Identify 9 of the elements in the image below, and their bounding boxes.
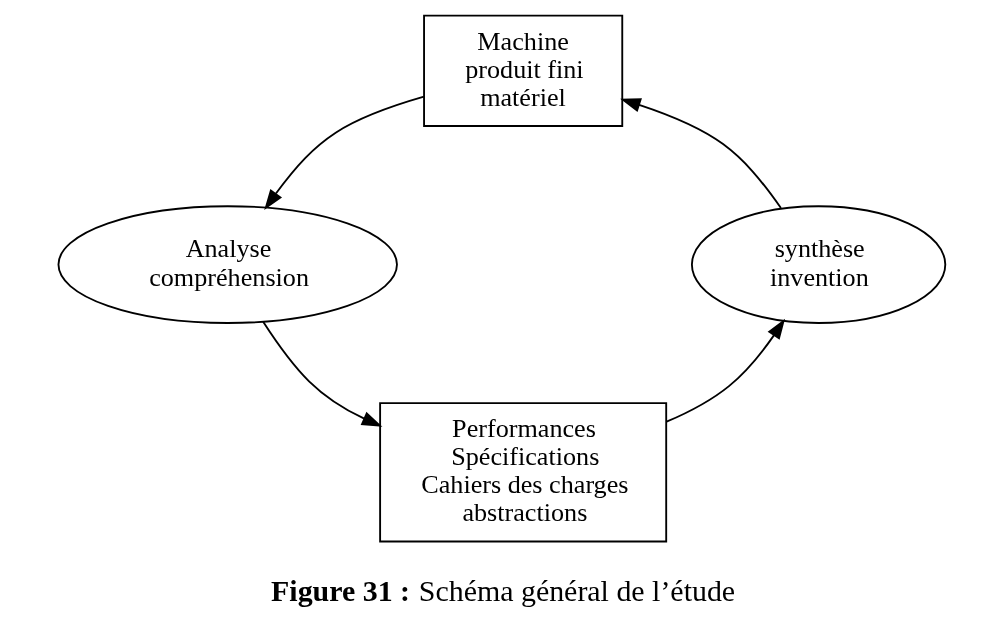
node-box: Performances Spécifications Cahiers des charges abstractions — [379, 402, 668, 543]
caption: Figure 31 : Schéma général de l’étude — [271, 573, 736, 607]
arrow — [620, 98, 782, 209]
node-ellipse: Analyse compréhension — [57, 205, 398, 324]
arrow — [264, 95, 425, 210]
node-box: Machine produit fini matériel — [423, 14, 624, 127]
node-ellipse: synthèse invention — [690, 205, 947, 324]
arrow — [665, 318, 786, 423]
arrow — [262, 320, 383, 427]
